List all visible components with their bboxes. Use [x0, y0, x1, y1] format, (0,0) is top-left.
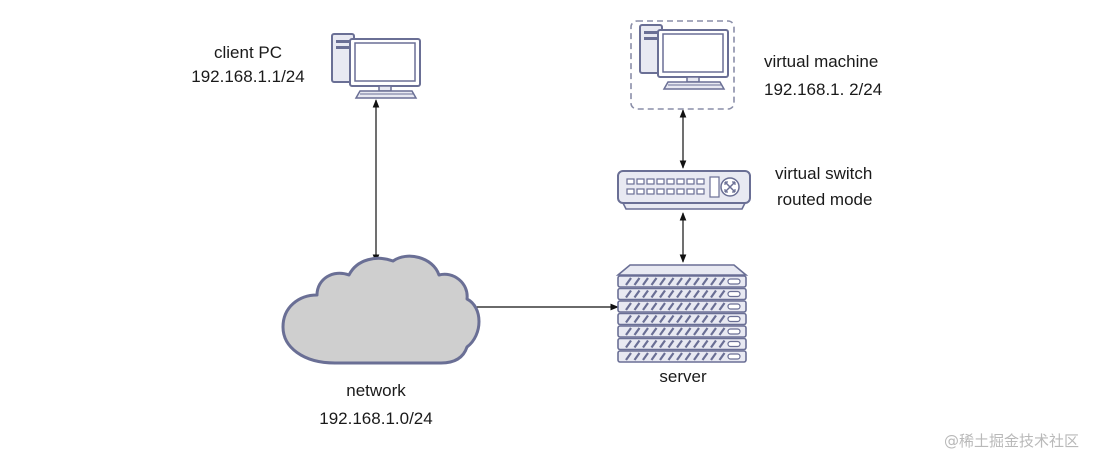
virtual-machine-icon: [639, 24, 729, 90]
server-rack-unit: [617, 337, 747, 351]
server-name: server: [659, 367, 707, 386]
server-rack-unit: [617, 312, 747, 326]
virtual-machine-name: virtual machine: [764, 52, 879, 71]
server-icon: [615, 264, 749, 363]
server-rack-unit: [617, 300, 747, 313]
watermark-text: @稀土掘金技术社区: [943, 432, 1079, 450]
network-name: network: [346, 381, 406, 400]
virtual-switch-icon: [617, 170, 751, 210]
virtual-machine-ip: 192.168.1. 2/24: [764, 80, 883, 99]
virtual-machine-frame: [630, 20, 735, 110]
client-pc-icon: [331, 33, 421, 99]
client-pc-ip: 192.168.1.1/24: [191, 67, 305, 86]
server-rack-unit: [617, 275, 747, 288]
client-pc-name: client PC: [213, 43, 283, 62]
virtual-switch-mode: routed mode: [777, 190, 873, 209]
network-ip: 192.168.1.0/24: [319, 409, 433, 428]
network-cloud-icon: [281, 254, 481, 365]
server-rack-unit: [617, 287, 747, 301]
server-rack-unit: [617, 325, 747, 338]
server-rack-unit: [617, 350, 747, 363]
virtual-switch-name: virtual switch: [775, 164, 873, 183]
